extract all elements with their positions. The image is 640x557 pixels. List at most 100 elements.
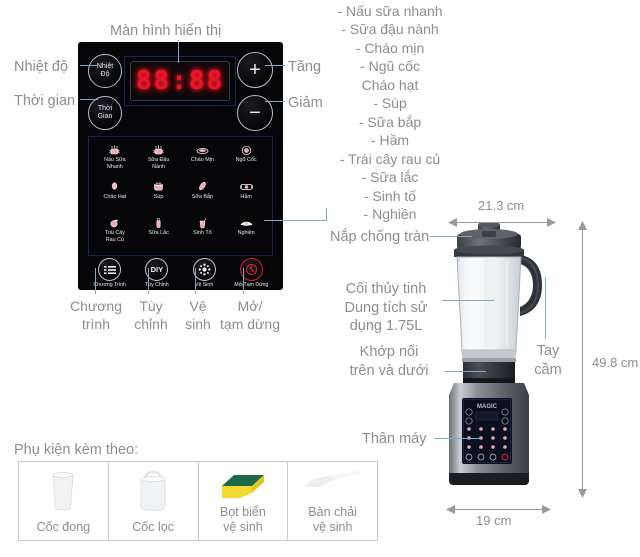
function-list-connector-h: [264, 220, 326, 221]
increase-button[interactable]: +: [237, 52, 273, 88]
height-dimension-label: 49.8 cm: [592, 355, 639, 370]
function-label-1: Nấu Sữa: [104, 157, 126, 163]
display-frame: [124, 56, 236, 106]
accessory-label: Cốc đong: [37, 520, 91, 536]
smoothie-icon: [194, 216, 211, 229]
function-button-milkshake[interactable]: Sữa Lắc: [137, 214, 181, 251]
accessory-label-line1: Bàn chải: [308, 504, 357, 519]
filter-cup-icon: [109, 462, 198, 520]
custom-callout-label: Tùy chỉnh: [128, 298, 174, 334]
function-button-smoothie[interactable]: Sinh Tố: [181, 214, 225, 251]
function-list-item: - Sữa bắp: [358, 113, 422, 130]
temperature-callout-line: [80, 65, 98, 66]
function-list-item: - Sinh tố: [363, 187, 417, 204]
fruit-veg-icon: [106, 216, 123, 229]
width-base-dimension-label: 19 cm: [476, 513, 512, 528]
program-callout-line2: trình: [81, 315, 110, 332]
lid-callout-label: Nắp chống tràn: [330, 229, 430, 245]
clean-button-label: Vệ Sinh: [195, 282, 214, 288]
accessory-filter-cup: Cốc lọc: [109, 462, 199, 540]
function-list-item: Cháo hạt: [361, 76, 419, 93]
function-label-1: Hầm: [240, 193, 252, 200]
program-button-label: Chương Trình: [93, 282, 126, 288]
function-button-soup[interactable]: Súp: [137, 178, 181, 215]
width-base-left-arrow: [446, 505, 455, 514]
function-list-item: - Cháo mịn: [355, 39, 425, 56]
diy-icon: DIY: [145, 258, 169, 281]
display-callout-line: [178, 40, 179, 63]
custom-callout-line1: Tùy: [139, 298, 163, 314]
function-list-item: - Hầm: [370, 132, 410, 149]
soy-milk-icon: [150, 143, 167, 156]
custom-callout-line2: chỉnh: [134, 315, 168, 332]
power-pause-callout-line: [243, 268, 244, 294]
time-callout-label: Thời gian: [14, 93, 76, 109]
function-button-cereal[interactable]: Ngũ Cốc: [224, 141, 268, 178]
increase-callout-line: [265, 65, 285, 66]
function-label-1: Sữa Đậu: [147, 157, 170, 163]
function-list-item: - Ngũ cốc: [360, 58, 420, 75]
milk-boil-icon: [106, 143, 123, 156]
plus-icon: +: [249, 59, 261, 81]
function-label-1: Sữa Bắp: [191, 193, 214, 200]
accessory-label-line1: Bọt biển: [219, 504, 266, 519]
function-label-1: Sữa Lắc: [148, 230, 169, 237]
custom-button[interactable]: DIY Tùy Chỉnh: [133, 258, 180, 288]
accessory-measuring-cup: Cốc đong: [19, 462, 109, 540]
power-pause-callout-line2: tạm dừng: [220, 315, 280, 332]
clean-bubbles-icon: [192, 258, 216, 281]
time-callout-line: [80, 99, 98, 100]
accessory-label-line1: Cốc lọc: [132, 520, 174, 535]
accessory-label: Cốc lọc: [132, 520, 174, 536]
temperature-button[interactable]: Nhiệt Độ: [88, 54, 122, 88]
control-panel: 88:88 Nhiệt Độ Thời Gian + − N: [78, 42, 283, 290]
power-pause-icon: [239, 258, 263, 281]
jar-callout-line: [442, 300, 494, 301]
body-callout-line: [434, 438, 482, 439]
accessory-label: Bàn chải vệ sinh: [308, 505, 357, 536]
jar-callout-label: Cối thủy tinh Dung tích sử dụng 1.75L: [330, 280, 442, 336]
handle-callout-line2: cầm: [534, 361, 562, 378]
time-button[interactable]: Thời Gian: [88, 96, 122, 130]
function-button-grind[interactable]: Nghiền: [224, 214, 268, 251]
function-label-1: Sinh Tố: [193, 230, 212, 237]
brush-icon: [288, 462, 377, 505]
handle-callout-line-v: [545, 277, 546, 339]
accessory-label: Bọt biển vệ sinh: [220, 505, 266, 536]
handle-callout-label: Tay cầm: [528, 342, 568, 379]
function-label-1: Ngũ Cốc: [235, 157, 257, 163]
accessory-sponge: Bọt biển vệ sinh: [199, 462, 289, 540]
soup-icon: [150, 180, 167, 193]
function-label-2: Nành: [152, 163, 166, 170]
function-button-stew[interactable]: Hầm: [224, 178, 268, 215]
program-callout-line1: Chương: [69, 298, 123, 314]
coupler-callout-line2: trên và dưới: [349, 362, 429, 379]
power-pause-button[interactable]: Mở/Tạm Dừng: [228, 258, 275, 288]
body-callout-label: Thân máy: [362, 431, 427, 447]
handle-callout-line1: Tay: [536, 343, 560, 359]
clean-button[interactable]: Vệ Sinh: [181, 258, 228, 288]
function-list-item: - Súp: [373, 95, 407, 112]
decrease-button[interactable]: −: [237, 95, 273, 131]
temperature-button-label-2: Độ: [100, 71, 110, 78]
function-button-smooth-porridge[interactable]: Cháo Mịn: [181, 141, 225, 178]
power-pause-callout-label: Mở/ tạm dừng: [214, 298, 286, 334]
height-top-arrow: [578, 221, 587, 230]
program-button[interactable]: Chương Trình: [86, 258, 133, 288]
function-button-corn-milk[interactable]: Sữa Bắp: [181, 178, 225, 215]
function-list-item: - Nghiền: [363, 206, 417, 223]
jar-callout-line3: dụng 1.75L: [349, 318, 423, 335]
function-list-connector-v: [326, 208, 327, 221]
function-text-list: - Nấu sữa nhanh - Sữa đậu nành - Cháo mị…: [320, 2, 460, 224]
accessory-label-line2: vệ sinh: [312, 520, 353, 535]
function-label-2: Nhanh: [106, 163, 123, 170]
width-top-left-arrow: [448, 218, 457, 227]
decrease-callout-label: Giảm: [288, 95, 323, 111]
jar-callout-line1: Cối thủy tinh: [345, 281, 427, 297]
function-button-grain-porridge[interactable]: Cháo Hạt: [93, 178, 137, 215]
function-label-2: Rau Củ: [105, 237, 124, 244]
